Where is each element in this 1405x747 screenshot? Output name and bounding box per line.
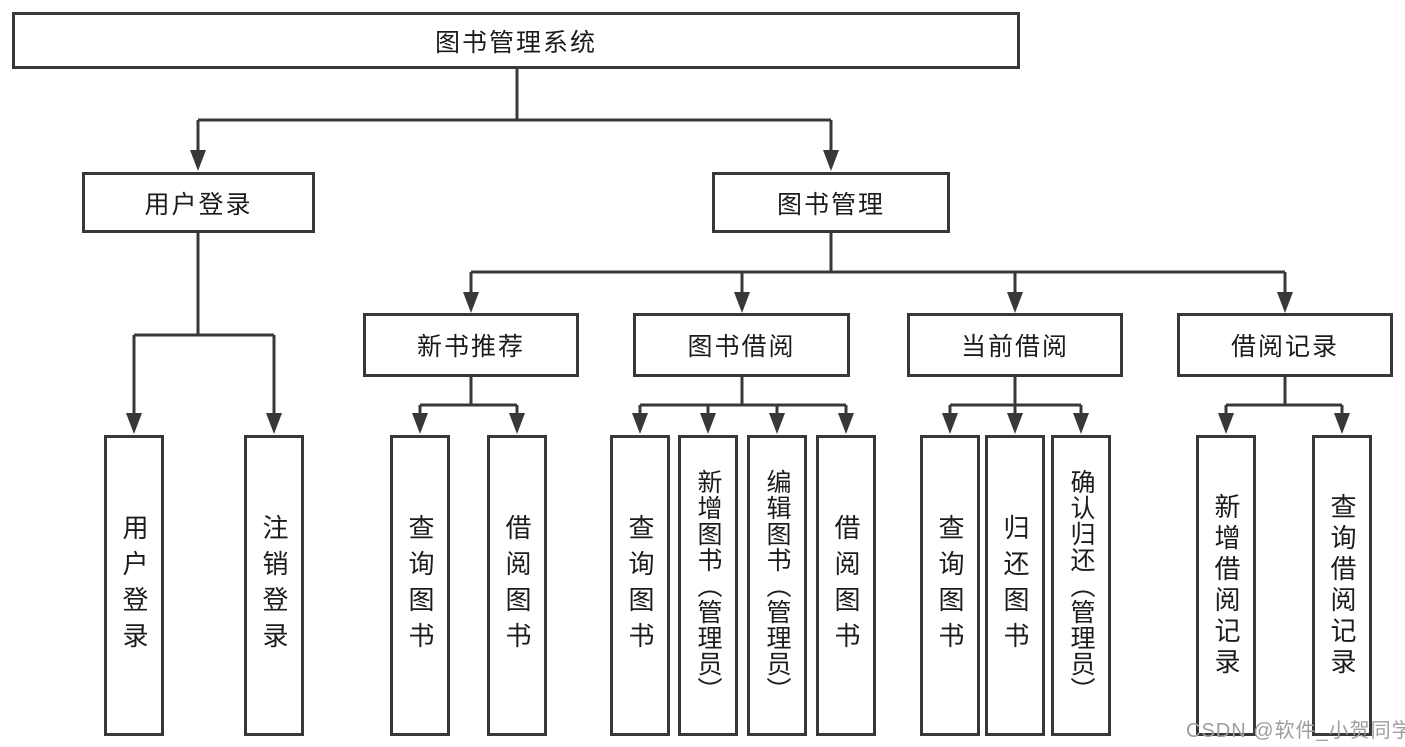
arrow-to-new-book-recommend: [463, 292, 479, 313]
leaf-edit-books-admin-label: 编辑图书（管理员）: [763, 468, 791, 703]
leaf-query-borrow-record-label: 查询借阅记录: [1327, 492, 1357, 679]
arrow-to-leaf-query-books-1: [412, 413, 428, 434]
node-new-book-recommend-label: 新书推荐: [416, 333, 525, 361]
leaf-query-books-borrow-label: 查询图书: [625, 513, 655, 658]
leaf-add-books-admin: 新增图书（管理员）: [678, 435, 738, 736]
leaf-query-books-current: 查询图书: [920, 435, 980, 736]
arrow-to-leaf-edit-books: [769, 413, 785, 434]
arrow-to-leaf-user-login: [126, 413, 142, 434]
leaf-confirm-return-admin: 确认归还（管理员）: [1051, 435, 1111, 736]
node-root-label: 图书管理系统: [434, 28, 597, 57]
node-current-borrow-label: 当前借阅: [960, 333, 1069, 361]
arrow-to-book-management: [823, 150, 839, 171]
arrow-to-leaf-add-record: [1218, 413, 1234, 434]
node-book-borrow: 图书借阅: [633, 313, 850, 377]
csdn-watermark: CSDN @软件_小贺同学: [1186, 720, 1405, 742]
leaf-logout-label: 注销登录: [259, 513, 289, 658]
connector-borrow-records-to-children: [1224, 377, 1344, 416]
arrow-to-leaf-borrow-books-1: [509, 413, 525, 434]
leaf-logout: 注销登录: [244, 435, 304, 736]
arrow-to-book-borrow: [734, 292, 750, 313]
leaf-query-books-borrow: 查询图书: [610, 435, 670, 736]
leaf-borrow-books-borrow-label: 借阅图书: [831, 513, 861, 658]
connector-user-login-to-children: [132, 233, 276, 416]
arrow-to-leaf-query-books-3: [942, 413, 958, 434]
node-book-management-label: 图书管理: [776, 190, 885, 219]
arrowheads: [126, 150, 1350, 434]
leaf-query-books-recommend: 查询图书: [390, 435, 450, 736]
leaf-borrow-books-recommend: 借阅图书: [487, 435, 547, 736]
leaf-query-books-current-label: 查询图书: [935, 513, 965, 658]
leaf-borrow-books-recommend-label: 借阅图书: [502, 513, 532, 658]
leaf-return-books-label: 归还图书: [1000, 513, 1030, 658]
connector-root-to-level2: [196, 68, 833, 153]
arrow-to-leaf-add-books: [700, 413, 716, 434]
node-book-borrow-label: 图书借阅: [687, 333, 796, 361]
node-book-management: 图书管理: [712, 172, 950, 233]
leaf-add-borrow-record: 新增借阅记录: [1196, 435, 1256, 736]
connector-new-book-to-children: [418, 377, 519, 416]
arrow-to-borrow-records: [1277, 292, 1293, 313]
node-user-login-label: 用户登录: [144, 190, 253, 219]
arrow-to-leaf-query-books-2: [632, 413, 648, 434]
leaf-user-login-label: 用户登录: [119, 513, 149, 658]
connector-current-borrow-to-children: [948, 377, 1083, 416]
connector-book-management-to-level3: [469, 233, 1287, 296]
node-root: 图书管理系统: [12, 12, 1020, 69]
arrow-to-current-borrow: [1007, 292, 1023, 313]
node-current-borrow: 当前借阅: [907, 313, 1123, 377]
arrow-to-leaf-confirm-return: [1073, 413, 1089, 434]
node-user-login: 用户登录: [82, 172, 315, 233]
leaf-borrow-books-borrow: 借阅图书: [816, 435, 876, 736]
leaf-user-login: 用户登录: [104, 435, 164, 736]
leaf-confirm-return-admin-label: 确认归还（管理员）: [1067, 468, 1095, 703]
node-borrow-records: 借阅记录: [1177, 313, 1393, 377]
arrow-to-leaf-logout: [266, 413, 282, 434]
node-new-book-recommend: 新书推荐: [363, 313, 579, 377]
leaf-edit-books-admin: 编辑图书（管理员）: [747, 435, 807, 736]
leaf-return-books: 归还图书: [985, 435, 1045, 736]
leaf-add-borrow-record-label: 新增借阅记录: [1211, 492, 1241, 679]
arrow-to-user-login: [190, 150, 206, 171]
connector-book-borrow-to-children: [638, 377, 848, 416]
node-borrow-records-label: 借阅记录: [1230, 333, 1339, 361]
arrow-to-leaf-borrow-books-2: [838, 413, 854, 434]
leaf-query-borrow-record: 查询借阅记录: [1312, 435, 1372, 736]
leaf-add-books-admin-label: 新增图书（管理员）: [694, 468, 722, 703]
arrow-to-leaf-return-books: [1007, 413, 1023, 434]
leaf-query-books-recommend-label: 查询图书: [405, 513, 435, 658]
arrow-to-leaf-query-record: [1334, 413, 1350, 434]
